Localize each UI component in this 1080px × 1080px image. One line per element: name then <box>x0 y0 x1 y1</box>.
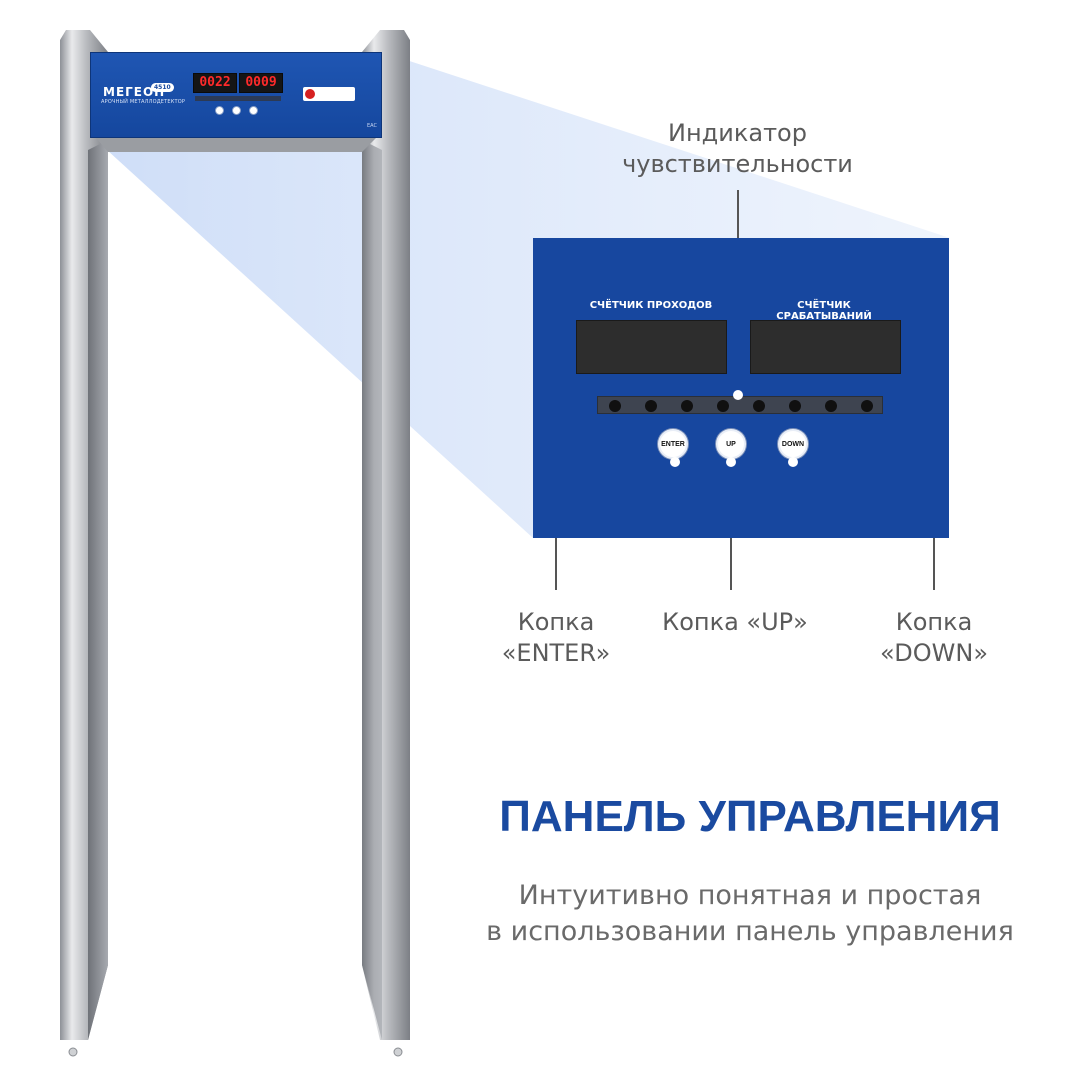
enter-callout: Копка «ENTER» <box>480 607 632 669</box>
indicator-callout: Индикатор чувствительности <box>585 118 890 180</box>
indicator-callout-line1: Индикатор <box>668 119 807 147</box>
eac-mark: EAC <box>367 123 377 129</box>
warning-sticker <box>303 87 355 101</box>
indicator-callout-line2: чувствительности <box>622 150 853 178</box>
pass-counter-label: СЧЁТЧИК ПРОХОДОВ <box>589 300 713 311</box>
gate-led-bar <box>195 96 281 101</box>
product-subtitle: АРОЧНЫЙ МЕТАЛЛОДЕТЕКТОР <box>101 99 186 105</box>
up-callout: Копка «UP» <box>662 608 808 636</box>
model-badge: 4510 <box>151 83 174 92</box>
gate-enter-button[interactable] <box>215 106 224 115</box>
gate-down-button[interactable] <box>249 106 258 115</box>
sensitivity-led <box>681 400 693 412</box>
enter-button[interactable]: ENTER <box>658 429 688 459</box>
sensitivity-led <box>753 400 765 412</box>
gate-up-button[interactable] <box>232 106 241 115</box>
up-pointer-dot <box>726 457 736 467</box>
enter-callout-line1: Копка <box>517 608 595 636</box>
sensitivity-led <box>609 400 621 412</box>
gate-pass-counter: 0022 <box>193 73 237 93</box>
enter-pointer-dot <box>670 457 680 467</box>
page-title: ПАНЕЛЬ УПРАВЛЕНИЯ <box>499 792 1001 841</box>
gate-alarm-counter: 0009 <box>239 73 283 93</box>
indicator-pointer-dot <box>733 390 743 400</box>
alarm-counter-label: СЧЁТЧИК СРАБАТЫВАНИЙ <box>776 300 872 322</box>
description-line1: Интуитивно понятная и простая <box>518 880 982 911</box>
down-pointer-dot <box>788 457 798 467</box>
gate-control-panel: МЕГЕОН 4510 АРОЧНЫЙ МЕТАЛЛОДЕТЕКТОР 0022… <box>90 52 382 138</box>
control-panel-zoom: СЧЁТЧИК ПРОХОДОВ СЧЁТЧИК СРАБАТЫВАНИЙ EN… <box>533 238 949 538</box>
sensitivity-led <box>861 400 873 412</box>
sensitivity-led <box>717 400 729 412</box>
alarm-counter-display <box>750 320 901 374</box>
down-callout: Копка «DOWN» <box>860 607 1008 669</box>
brand-logo: МЕГЕОН <box>103 85 166 99</box>
pass-counter-display <box>576 320 727 374</box>
sensitivity-led <box>825 400 837 412</box>
sensitivity-led <box>645 400 657 412</box>
down-callout-line1: Копка <box>895 608 973 636</box>
description-line2: в использовании панель управления <box>486 916 1014 947</box>
down-button[interactable]: DOWN <box>778 429 808 459</box>
sensitivity-led <box>789 400 801 412</box>
up-button[interactable]: UP <box>716 429 746 459</box>
down-callout-line2: «DOWN» <box>880 639 988 667</box>
page-description: Интуитивно понятная и простая в использо… <box>440 878 1060 950</box>
enter-callout-line2: «ENTER» <box>501 639 611 667</box>
prohibition-icon <box>305 89 315 99</box>
